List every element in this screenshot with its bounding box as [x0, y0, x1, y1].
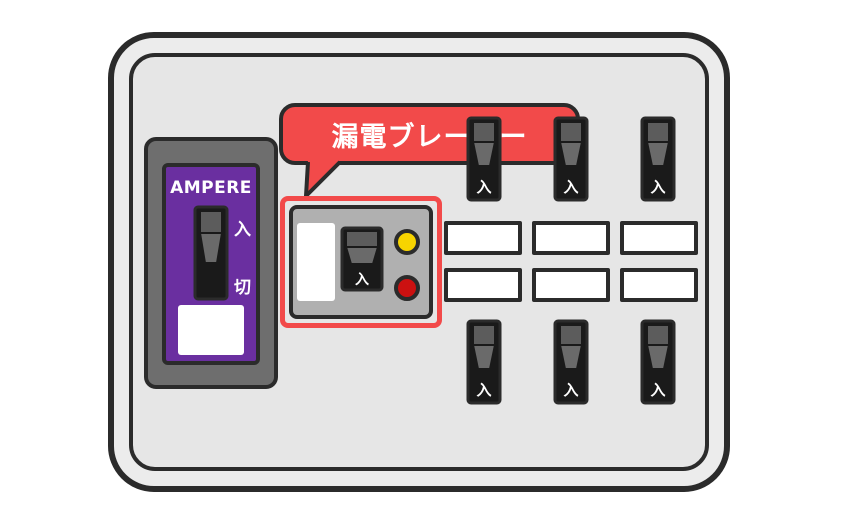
branch-switch-label: 入 [476, 178, 491, 196]
ampere-on-label: 入 [234, 220, 251, 240]
branch-breaker-switch[interactable]: 入 [640, 319, 676, 405]
earth-leakage-switch[interactable]: 入 [340, 226, 384, 292]
earth-leakage-switch-label: 入 [355, 272, 369, 288]
branch-switch-label: 入 [563, 178, 578, 196]
branch-breaker-switch[interactable]: 入 [640, 116, 676, 202]
branch-switch-label: 入 [650, 178, 665, 196]
branch-switch-label: 入 [476, 381, 491, 399]
branch-breaker-switch[interactable]: 入 [553, 116, 589, 202]
branch-label-strip [620, 221, 698, 255]
branch-label-strip [444, 221, 522, 255]
ampere-breaker-switch[interactable] [193, 205, 229, 301]
branch-label-strip [620, 268, 698, 302]
branch-switch-label: 入 [650, 381, 665, 399]
ampere-breaker-title: AMPERE [170, 178, 252, 198]
ampere-off-label: 切 [234, 278, 251, 298]
branch-label-strip [532, 221, 610, 255]
earth-leakage-label-plate [297, 223, 335, 301]
branch-breaker-switch[interactable]: 入 [466, 116, 502, 202]
branch-label-strip [532, 268, 610, 302]
earth-leakage-breaker-callout: 漏電ブレーカー [279, 103, 580, 165]
branch-switch-label: 入 [563, 381, 578, 399]
branch-breaker-switch[interactable]: 入 [553, 319, 589, 405]
callout-pointer [304, 160, 342, 198]
branch-label-strip [444, 268, 522, 302]
ampere-label-plate [178, 305, 244, 355]
test-lamp-yellow [394, 229, 420, 255]
branch-breaker-switch[interactable]: 入 [466, 319, 502, 405]
earth-leakage-breaker-highlight [280, 196, 442, 328]
test-lamp-red [394, 275, 420, 301]
